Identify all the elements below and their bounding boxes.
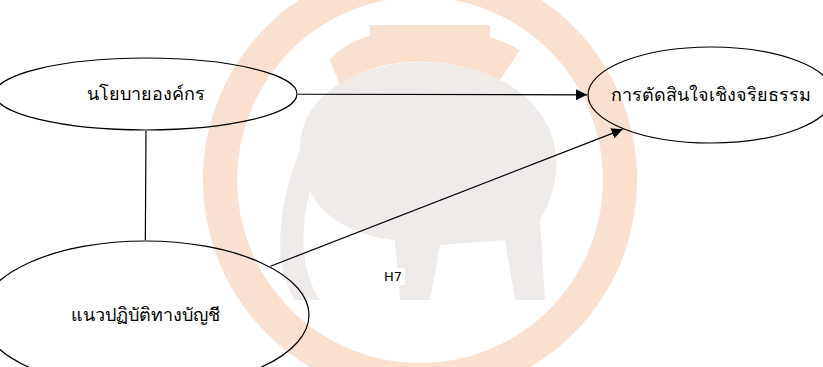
watermark-emblem — [220, 0, 620, 367]
concept-label: นโยบายองค์กร — [87, 82, 205, 105]
ellipse-outline — [0, 240, 310, 367]
connector — [298, 94, 587, 96]
concept-ellipse: นโยบายองค์กร — [0, 57, 298, 131]
connector — [145, 131, 147, 240]
concept-ellipse: แนวปฏิบัติทางบัญชี — [0, 240, 310, 367]
concept-label: การตัดสินใจเชิงจริยธรรม — [611, 83, 811, 106]
concept-label: แนวปฏิบัติทางบัญชี — [71, 303, 220, 326]
connector — [270, 129, 622, 266]
hypothesis-label: H7 — [381, 268, 405, 285]
concept-ellipse: การตัดสินใจเชิงจริยธรรม — [587, 46, 823, 144]
